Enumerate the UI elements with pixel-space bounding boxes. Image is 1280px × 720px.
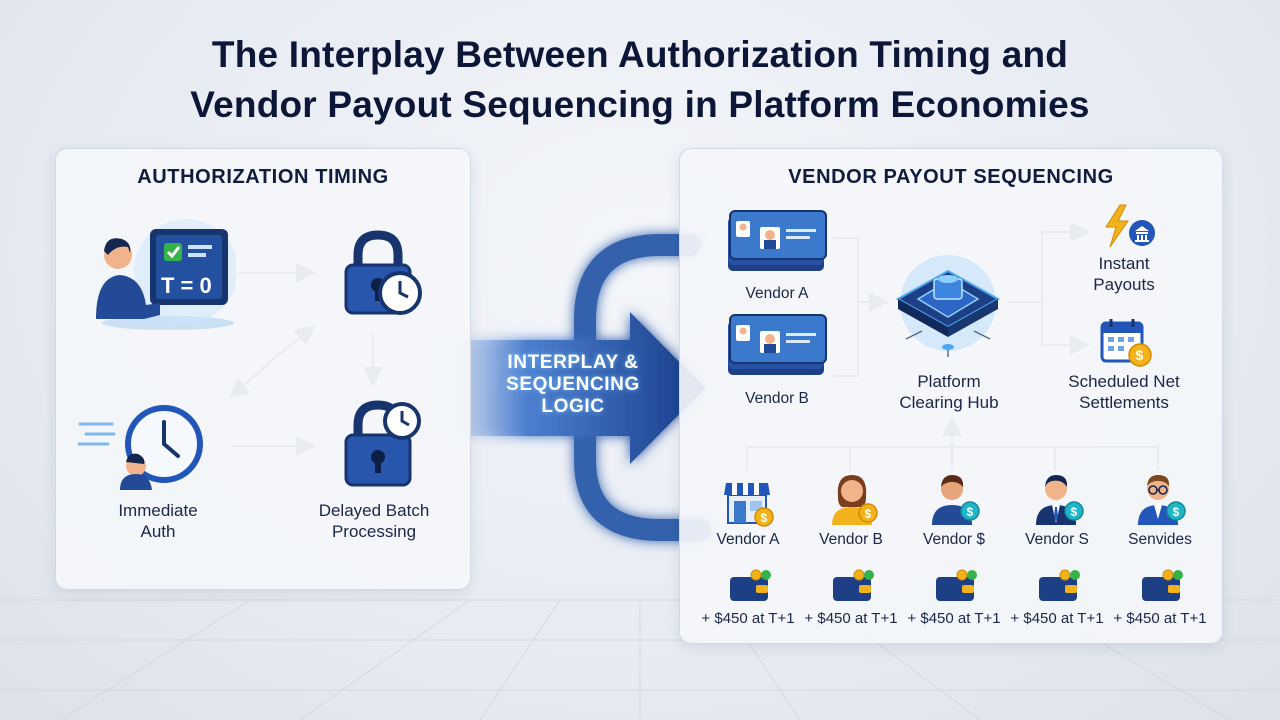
authorization-timing-panel: AUTHORIZATION TIMING T = 0	[55, 148, 471, 590]
immediate-auth-label-line-2: Auth	[140, 522, 176, 541]
payout-amount: + $450 at T+1	[1113, 610, 1207, 627]
glasses-avatar-icon: $	[1138, 475, 1186, 525]
page-title-line-1: The Interplay Between Authorization Timi…	[211, 34, 1069, 75]
lock-with-clock-icon	[344, 230, 422, 315]
wallet-icon	[1039, 569, 1080, 601]
scheduled-settlements-label: Scheduled Net Settlements	[1056, 371, 1192, 413]
payout-amount: + $450 at T+1	[1010, 610, 1104, 627]
clearing-hub-label-line-2: Clearing Hub	[899, 393, 999, 412]
svg-text:$: $	[1136, 347, 1144, 363]
recipient-label: Senvides	[1128, 531, 1192, 548]
vendor-payout-sequencing-panel: VENDOR PAYOUT SEQUENCING Vendor A Vendor…	[679, 148, 1223, 644]
scheduled-settlements-label-line-2: Settlements	[1079, 393, 1169, 412]
svg-text:$: $	[1071, 505, 1078, 519]
svg-text:$: $	[865, 507, 872, 521]
vendor-card-b-label: Vendor B	[745, 390, 809, 407]
man-avatar-icon: $	[932, 475, 980, 525]
instant-payouts-label-line-2: Payouts	[1093, 275, 1155, 294]
interplay-arrow-label: INTERPLAY & SEQUENCING LOGIC	[478, 352, 668, 418]
recipient-label: Vendor S	[1025, 531, 1089, 548]
clearing-hub-chip-icon	[895, 255, 1001, 357]
woman-avatar-icon: $	[832, 475, 878, 525]
vendor-b-card-stack-icon	[728, 314, 827, 375]
vendor-card-a-label: Vendor A	[745, 285, 809, 302]
page-title-line-2: Vendor Payout Sequencing in Platform Eco…	[190, 84, 1090, 125]
interplay-arrow-line-1: INTERPLAY &	[507, 352, 639, 373]
immediate-auth-label-line-1: Immediate	[118, 501, 198, 520]
person-at-screen-icon: T = 0	[96, 219, 236, 330]
vendor-a-card-stack-icon	[728, 210, 827, 271]
svg-text:$: $	[967, 505, 974, 519]
delayed-batch-label-line-1: Delayed Batch	[318, 501, 430, 520]
storefront-icon: $	[724, 483, 774, 527]
wallet-icon	[730, 569, 771, 601]
vendor-payout-sequencing-title: VENDOR PAYOUT SEQUENCING	[788, 166, 1114, 188]
page-title: The Interplay Between Authorization Timi…	[0, 30, 1280, 130]
recipient-label: Vendor A	[716, 531, 780, 548]
clearing-hub-label-line-1: Platform	[917, 372, 981, 391]
fast-clock-icon	[78, 405, 203, 490]
immediate-auth-label: Immediate Auth	[78, 500, 238, 542]
lightning-bank-icon	[1105, 204, 1155, 248]
wallet-icon	[936, 569, 977, 601]
authorization-timing-title: AUTHORIZATION TIMING	[137, 166, 389, 188]
screen-time-text: T = 0	[161, 273, 212, 298]
delayed-batch-label: Delayed Batch Processing	[292, 500, 456, 542]
interplay-arrow-line-3: LOGIC	[541, 396, 605, 417]
svg-text:$: $	[1173, 505, 1180, 519]
wallet-icon	[1142, 569, 1183, 601]
payout-amount: + $450 at T+1	[907, 610, 1001, 627]
wallet-icon	[833, 569, 874, 601]
svg-text:$: $	[761, 511, 768, 525]
recipient-label: Vendor $	[922, 531, 986, 548]
delayed-batch-label-line-2: Processing	[331, 522, 417, 541]
businessman-avatar-icon: $	[1036, 475, 1084, 525]
calendar-coin-icon: $	[1100, 319, 1152, 367]
recipient-label: Vendor B	[819, 531, 883, 548]
clearing-hub-label: Platform Clearing Hub	[878, 371, 1020, 413]
scheduled-settlements-label-line-1: Scheduled Net	[1068, 372, 1180, 391]
interplay-arrow-line-2: SEQUENCING	[506, 374, 640, 395]
payout-amount: + $450 at T+1	[701, 610, 795, 627]
instant-payouts-label: Instant Payouts	[1064, 253, 1184, 295]
instant-payouts-label-line-1: Instant	[1098, 254, 1150, 273]
batch-lock-icon	[344, 400, 421, 487]
payout-amount: + $450 at T+1	[804, 610, 898, 627]
